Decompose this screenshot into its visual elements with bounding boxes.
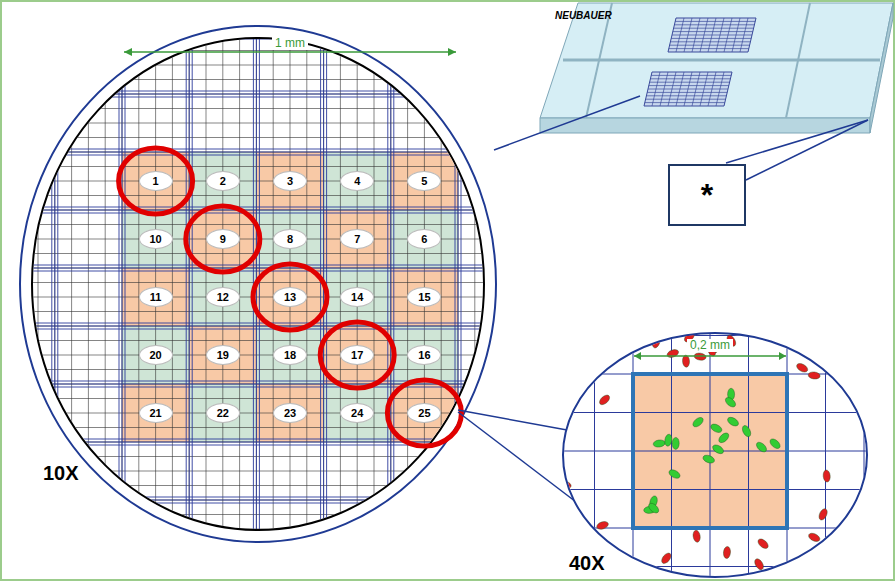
- square-number: 9: [206, 229, 240, 249]
- square-label: 7: [354, 234, 360, 245]
- magnification-label: 10X: [40, 462, 82, 484]
- square-label: 18: [284, 350, 296, 361]
- square-number: 1: [139, 171, 173, 191]
- counting-grid: [0, 0, 595, 581]
- square-number: 18: [273, 345, 307, 365]
- square-number: 2: [206, 171, 240, 191]
- square-label: 10: [149, 234, 161, 245]
- square-label: 20: [149, 350, 161, 361]
- square-number: 24: [340, 403, 374, 423]
- square-number: 20: [139, 345, 173, 365]
- square-label: 21: [149, 408, 161, 419]
- square-label: 16: [418, 350, 430, 361]
- square-number: 22: [206, 403, 240, 423]
- square-label: 3: [287, 176, 293, 187]
- square-number: 23: [273, 403, 307, 423]
- square-label: 24: [351, 408, 363, 419]
- square-number: 14: [340, 287, 374, 307]
- square-number: 12: [206, 287, 240, 307]
- square-label: 6: [421, 234, 427, 245]
- square-label: 12: [217, 292, 229, 303]
- square-label: 25: [418, 408, 430, 419]
- square-label: 19: [217, 350, 229, 361]
- counted-squares: [119, 148, 462, 446]
- square-label: 22: [217, 408, 229, 419]
- square-label: 15: [418, 292, 430, 303]
- small-square-grid: [518, 259, 895, 581]
- square-label: 17: [351, 350, 363, 361]
- callout-mark: *: [701, 179, 713, 211]
- square-label: 11: [150, 292, 162, 303]
- square-number: 13: [273, 287, 307, 307]
- square-label: 14: [351, 292, 363, 303]
- square-label: 13: [284, 292, 296, 303]
- square-number: 8: [273, 229, 307, 249]
- square-label: 4: [354, 176, 360, 187]
- square-label: 9: [220, 234, 226, 245]
- magnification-label: 40X: [566, 552, 608, 574]
- brand-label: NEUBAUER: [552, 10, 615, 21]
- dimension-arrow: [634, 352, 786, 360]
- square-number: 17: [340, 345, 374, 365]
- square-number: 7: [340, 229, 374, 249]
- square-label: 23: [284, 408, 296, 419]
- square-label: 2: [220, 176, 226, 187]
- square-number: 19: [206, 345, 240, 365]
- square-number: 21: [139, 403, 173, 423]
- dimension-label: 0,2 mm: [687, 339, 733, 352]
- square-label: 8: [287, 234, 293, 245]
- square-number: 3: [273, 171, 307, 191]
- dimension-label: 1 mm: [272, 37, 308, 50]
- square-label: 1: [153, 176, 159, 187]
- square-number: 4: [340, 171, 374, 191]
- high-power-view: [563, 333, 867, 577]
- square-number: 10: [139, 229, 173, 249]
- callout-box: *: [668, 164, 746, 226]
- square-number: 11: [139, 287, 173, 307]
- square-label: 5: [421, 176, 427, 187]
